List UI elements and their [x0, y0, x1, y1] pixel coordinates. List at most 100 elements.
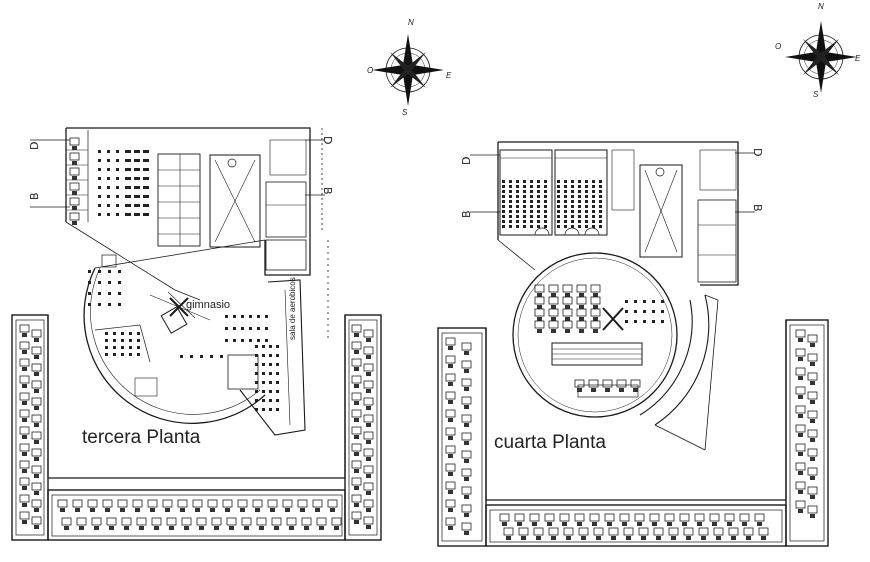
classroom-seat: [134, 159, 137, 162]
aerobics-seat: [262, 354, 265, 357]
gym-equipment: [113, 346, 116, 349]
classroom-seat: [143, 159, 146, 162]
gym-equipment: [137, 346, 140, 349]
classroom-seat: [98, 150, 101, 153]
gym-equipment: [88, 303, 91, 306]
classroom-seat: [107, 213, 110, 216]
auditorium-seat: [530, 220, 533, 223]
auditorium-seat: [509, 215, 512, 218]
office-desk: [363, 482, 374, 495]
room-label-aerobics: sala de aerobicos: [288, 277, 297, 340]
auditorium-seat: [578, 220, 581, 223]
auditorium-seat: [544, 185, 547, 188]
classroom-seat: [128, 204, 131, 207]
section-mark-b-right: B: [321, 187, 334, 195]
classroom-seat: [137, 195, 140, 198]
compass-point-sw: [803, 57, 821, 75]
office-desk: [211, 517, 222, 530]
aerobics-seat: [269, 408, 272, 411]
auditorium-seat: [502, 185, 505, 188]
gym-equipment: [108, 281, 111, 284]
gym-equipment: [257, 315, 260, 318]
office-desk: [162, 499, 173, 512]
classroom-seat: [128, 177, 131, 180]
auditorium-seat: [516, 195, 519, 198]
office-desk: [590, 320, 601, 333]
auditorium-seat: [585, 225, 588, 228]
plan-tercera: [11, 127, 382, 541]
auditorium-seat: [599, 195, 602, 198]
classroom-seat: [98, 177, 101, 180]
classroom-seat: [98, 186, 101, 189]
gym-equipment: [121, 339, 124, 342]
office-desk: [461, 414, 472, 427]
office-desk: [91, 517, 102, 530]
office-desk: [668, 527, 679, 540]
auditorium-seat: [599, 220, 602, 223]
office-desk: [795, 348, 806, 361]
office-desk: [69, 137, 80, 150]
office-desk: [604, 513, 615, 526]
classroom-seat: [125, 195, 128, 198]
gym-equipment: [225, 339, 228, 342]
aerobics-seat: [255, 354, 258, 357]
gym-equipment: [220, 355, 223, 358]
gym-equipment: [634, 300, 637, 303]
gym-equipment: [634, 310, 637, 313]
auditorium-seat: [578, 225, 581, 228]
compass-s-right: S: [813, 90, 819, 99]
aerobics-seat: [255, 408, 258, 411]
gym-equipment: [105, 332, 108, 335]
auditorium-seat: [557, 210, 560, 213]
office-desk: [548, 284, 559, 297]
aerobics-seat: [276, 354, 279, 357]
aerobics-seat: [276, 345, 279, 348]
classroom-seat: [107, 177, 110, 180]
classroom-seat: [146, 186, 149, 189]
classroom-seat: [116, 177, 119, 180]
office-desk: [196, 517, 207, 530]
office-desk: [351, 477, 362, 490]
office-desk: [181, 517, 192, 530]
auditorium-seat: [509, 180, 512, 183]
classroom-seat: [143, 177, 146, 180]
office-desk: [533, 527, 544, 540]
office-desk: [31, 363, 42, 376]
auditorium-seat: [592, 190, 595, 193]
auditorium-seat: [509, 195, 512, 198]
gym-equipment: [661, 300, 664, 303]
compass-w-right: O: [775, 42, 782, 51]
office-desk: [562, 308, 573, 321]
classroom-seat: [128, 186, 131, 189]
auditorium-seat: [530, 210, 533, 213]
office-desk: [649, 513, 660, 526]
auditorium-seat: [571, 210, 574, 213]
office-desk: [602, 379, 613, 392]
office-desk: [619, 513, 630, 526]
auditorium-seat: [530, 200, 533, 203]
plan-title-cuarta: cuarta Planta: [494, 432, 606, 453]
compass-point-south: [816, 57, 826, 93]
gym-equipment: [233, 315, 236, 318]
auditorium-seat: [544, 200, 547, 203]
auditorium-seat: [537, 210, 540, 213]
classroom-seat: [116, 150, 119, 153]
office-desk: [31, 414, 42, 427]
auditorium-seat: [502, 215, 505, 218]
office-desk: [87, 499, 98, 512]
auditorium-seat: [564, 190, 567, 193]
office-desk: [351, 443, 362, 456]
office-desk: [590, 308, 601, 321]
auditorium-seat: [585, 220, 588, 223]
office-desk: [574, 379, 585, 392]
gym-equipment: [225, 315, 228, 318]
office-desk: [461, 360, 472, 373]
auditorium-seat: [599, 210, 602, 213]
office-desk: [562, 284, 573, 297]
office-desk: [363, 346, 374, 359]
office-desk: [807, 505, 818, 518]
office-desk: [351, 358, 362, 371]
classroom-seat: [116, 204, 119, 207]
auditorium-seat: [544, 205, 547, 208]
office-desk: [57, 499, 68, 512]
